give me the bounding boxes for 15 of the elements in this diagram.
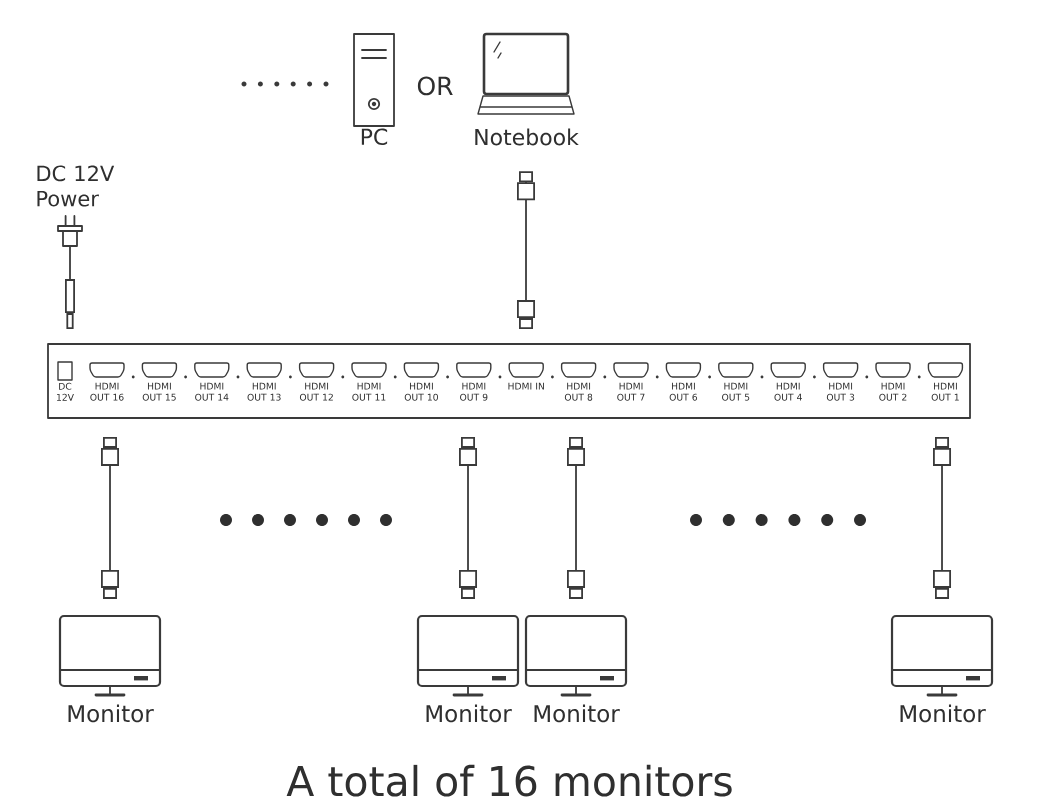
device-label: PC (361, 128, 388, 146)
device-label: Notebook (475, 128, 579, 146)
cable (65, 246, 75, 330)
caption: A total of 16 monitors (286, 764, 732, 797)
device-label: DC 12V Power (37, 165, 115, 207)
text-label: OR (417, 76, 453, 96)
cable (567, 436, 585, 599)
device-label: Monitor (426, 704, 512, 723)
device-label: Monitor (534, 704, 620, 723)
cable (517, 171, 535, 330)
device-label: Monitor (68, 704, 154, 723)
device-label: Monitor (900, 704, 986, 723)
cable (933, 436, 951, 599)
cable (459, 436, 477, 599)
cable (101, 436, 119, 599)
